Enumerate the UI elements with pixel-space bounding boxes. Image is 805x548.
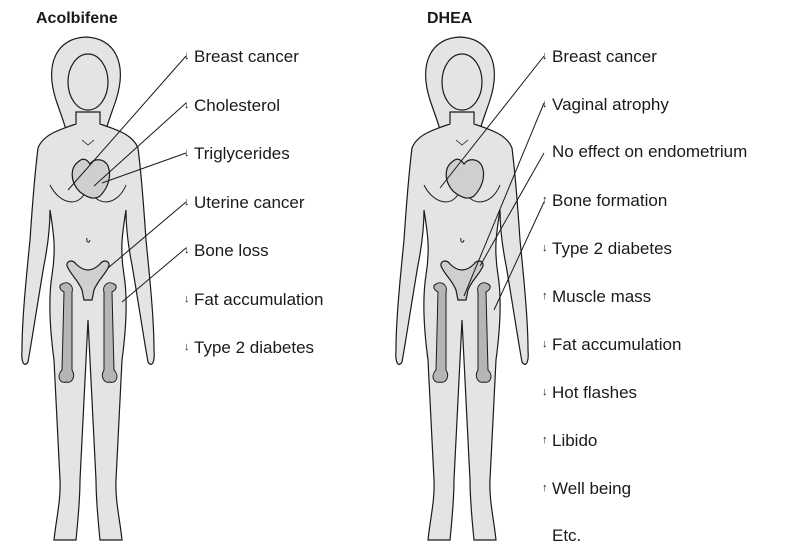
effect-label: Breast cancer [194,47,299,66]
effect-label: Type 2 diabetes [552,239,672,258]
effect-item: ↑Bone formation [542,190,667,210]
arrow-down-icon: ↓ [184,46,194,66]
effect-label: Bone formation [552,191,667,210]
arrow-down-icon: ↓ [184,337,194,357]
effect-label: Vaginal atrophy [552,95,669,114]
effect-label: Type 2 diabetes [194,338,314,357]
arrow-down-icon: ↓ [542,334,552,354]
effect-label: No effect on endometrium [552,142,747,161]
arrow-down-icon: ↓ [542,46,552,66]
effect-item: ↓Breast cancer [542,46,657,66]
effect-item: ↓Type 2 diabetes [184,337,314,357]
effect-label: Fat accumulation [194,290,323,309]
effect-label: Etc. [552,526,581,545]
arrow-down-icon: ↓ [184,95,194,115]
arrow-up-icon: ↑ [542,286,552,306]
arrow-down-icon: ↓ [184,240,194,260]
effect-item: ↓Fat accumulation [184,289,323,309]
arrow-down-icon: ↓ [542,382,552,402]
effect-item: ↓Vaginal atrophy [542,94,669,114]
effect-label: Uterine cancer [194,193,305,212]
effect-item: ↑Well being [542,478,631,498]
effect-item: ↓Fat accumulation [542,334,681,354]
effect-item: ↓Triglycerides [184,143,290,163]
arrow-up-icon: ↑ [542,190,552,210]
effect-item: ↓Bone loss [184,240,269,260]
arrow-down-icon: ↓ [184,192,194,212]
effect-item: Etc. [542,526,581,546]
effect-label: Hot flashes [552,383,637,402]
effect-label: Libido [552,431,597,450]
effect-item: ↓Uterine cancer [184,192,305,212]
arrow-down-icon: ↓ [184,143,194,163]
arrow-down-icon: ↓ [542,238,552,258]
arrow-up-icon: ↑ [542,430,552,450]
body-figure-dhea [396,37,528,540]
effect-label: Cholesterol [194,96,280,115]
effect-label: Bone loss [194,241,269,260]
effect-label: Breast cancer [552,47,657,66]
effect-item: ↑Libido [542,430,597,450]
arrow-down-icon: ↓ [184,289,194,309]
effect-item: ↓Breast cancer [184,46,299,66]
effect-item: ↓Type 2 diabetes [542,238,672,258]
body-figure-acolbifene [22,37,154,540]
arrow-up-icon: ↑ [542,478,552,498]
effect-label: Well being [552,479,631,498]
effect-item: ↓Cholesterol [184,95,280,115]
effect-label: Muscle mass [552,287,651,306]
effect-item: ↓Hot flashes [542,382,637,402]
effect-item: ↑Muscle mass [542,286,651,306]
effect-label: Triglycerides [194,144,290,163]
effect-item: No effect on endometrium [542,142,747,162]
arrow-down-icon: ↓ [542,94,552,114]
effect-label: Fat accumulation [552,335,681,354]
